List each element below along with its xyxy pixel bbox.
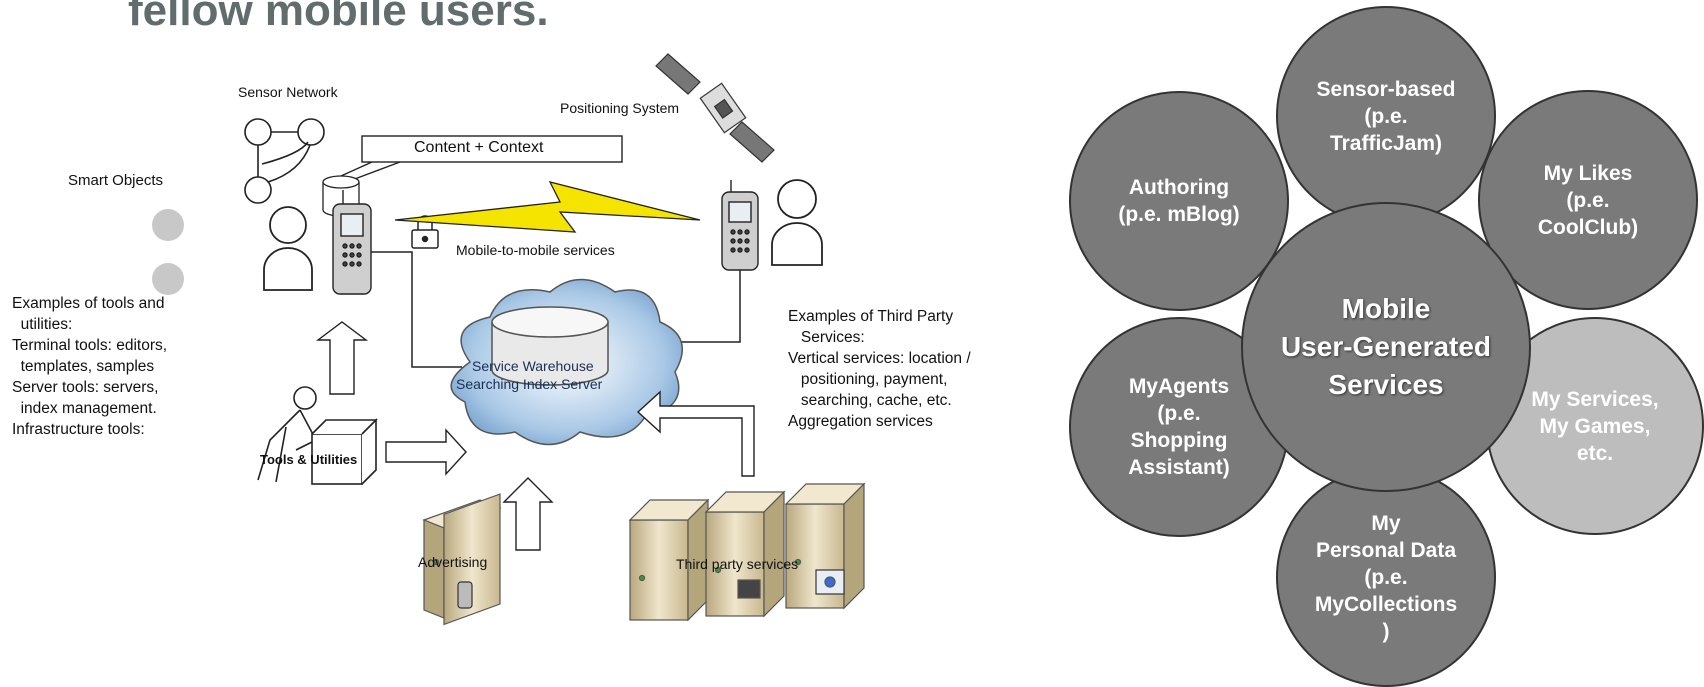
sensor-based-circle: Sensor-based (p.e. TrafficJam) bbox=[1276, 6, 1496, 226]
lightning-icon bbox=[394, 181, 701, 233]
mobile-phone-icon bbox=[721, 180, 759, 271]
sensor-network-label: Sensor Network bbox=[238, 84, 338, 100]
warehouse-label: Service Warehouse bbox=[472, 358, 594, 374]
user-icon bbox=[263, 206, 313, 291]
my-likes-circle: My Likes (p.e. CoolClub) bbox=[1478, 90, 1698, 310]
arrow-up-icon bbox=[502, 477, 554, 551]
architecture-drawing bbox=[152, 53, 866, 626]
lock-icon bbox=[411, 215, 439, 249]
third-party-services-label: Third party services bbox=[676, 556, 799, 572]
server-icon bbox=[422, 493, 502, 626]
server-icon bbox=[784, 482, 866, 610]
server-icon bbox=[704, 490, 786, 618]
sensor-network-icon bbox=[244, 118, 325, 204]
third-party-examples-text: Examples of Third Party Services: Vertic… bbox=[788, 308, 971, 430]
slide-heading: fellow mobile users. bbox=[128, 0, 549, 35]
mobile-phone-icon bbox=[332, 190, 372, 295]
arrow-up-icon bbox=[315, 321, 369, 395]
architecture-diagram: Sensor Network Positioning System Conten… bbox=[0, 42, 1040, 647]
service-warehouse-cloud bbox=[450, 278, 683, 446]
arrow-right-icon bbox=[385, 428, 467, 476]
smart-objects-label: Smart Objects bbox=[68, 172, 164, 189]
mobile-to-mobile-label: Mobile-to-mobile services bbox=[456, 242, 615, 258]
index-server-label: Searching Index Server bbox=[456, 376, 603, 392]
positioning-system-label: Positioning System bbox=[560, 100, 680, 116]
authoring-circle: Authoring (p.e. mBlog) bbox=[1069, 91, 1289, 311]
content-context-label: Content + Context bbox=[414, 139, 544, 156]
worker-icon bbox=[257, 386, 378, 485]
smart-object-dot bbox=[152, 263, 184, 295]
personal-data-circle: My Personal Data (p.e. MyCollections ) bbox=[1276, 467, 1496, 687]
mobile-user-generated-services-circle: Mobile User-Generated Services bbox=[1241, 202, 1531, 492]
satellite-icon bbox=[655, 53, 775, 163]
user-icon bbox=[771, 179, 823, 266]
advertising-label: Advertising bbox=[418, 554, 488, 570]
arrow-left-icon bbox=[636, 390, 755, 477]
content-context-box bbox=[361, 135, 623, 163]
server-icon bbox=[628, 498, 710, 622]
tools-utilities-label: Tools & Utilities bbox=[260, 452, 358, 467]
smart-object-dot bbox=[152, 209, 184, 241]
tools-examples-text: Examples of tools and utilities: Termina… bbox=[12, 295, 168, 438]
